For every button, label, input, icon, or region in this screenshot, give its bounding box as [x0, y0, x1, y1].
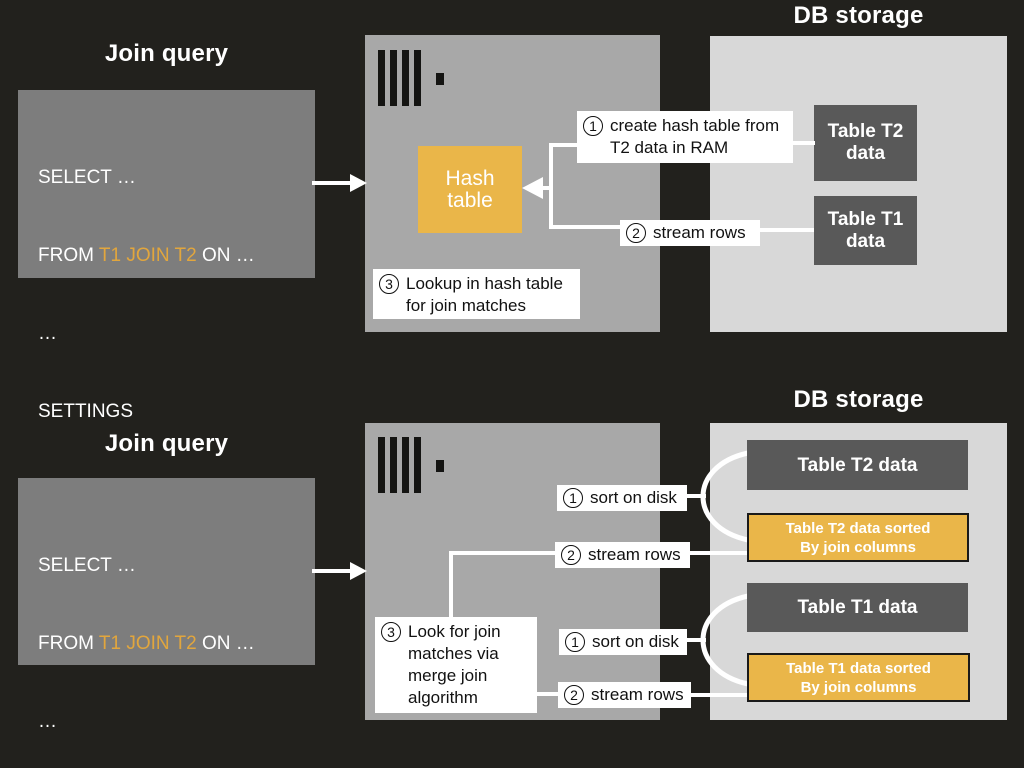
table-t1-label: Table T1 data: [797, 597, 918, 618]
table-t1-sorted-box: Table T1 data sorted By join columns: [747, 653, 970, 702]
sort-t2-stub-connector: [686, 494, 706, 498]
query-to-server-arrow-head: [350, 562, 367, 580]
logo-bar: [390, 50, 397, 106]
sort-t1-stub-connector: [686, 638, 706, 642]
sql-from-kw: FROM: [38, 633, 99, 654]
step-number-badge: 3: [379, 274, 399, 294]
step-text: stream rows: [591, 685, 684, 704]
stream-to-t1-sorted-connector: [688, 693, 747, 697]
lookup-to-stream-connector: [535, 692, 560, 696]
query-to-server-arrow-line: [312, 569, 352, 573]
step-stream-rows-t1: 2 stream rows: [558, 682, 691, 708]
sql-on-clause: ON …: [196, 245, 255, 266]
sql-settings-line: SETTINGS: [38, 401, 134, 422]
step-text-line1: Lookup in hash table: [406, 274, 563, 293]
logo-bar: [390, 437, 397, 493]
query-to-server-arrow-line: [312, 181, 352, 185]
hash-table-arrow-head: [522, 177, 543, 199]
step-stream-rows-t2: 2 stream rows: [555, 542, 690, 568]
step-text-line2: for join matches: [406, 296, 526, 315]
step-text: sort on disk: [590, 488, 677, 507]
step-text-line1: create hash table from: [610, 116, 780, 135]
step-text-line4: algorithm: [408, 688, 478, 707]
clickhouse-logo-icon: [378, 50, 448, 106]
table-t2-label-line1: Table T2: [827, 121, 904, 142]
table-t2-label: Table T2 data: [797, 454, 918, 476]
step-text-line1: Look for join: [408, 622, 501, 641]
query-to-server-arrow-head: [350, 174, 367, 192]
step1-to-t2-connector: [791, 141, 815, 145]
logo-bar: [402, 437, 409, 493]
logo-dot: [436, 73, 444, 85]
sql-from-line: FROM T1 JOIN T2 ON …: [38, 243, 315, 269]
step-look-for-join-matches: 3 Look for join matches via merge join a…: [375, 617, 537, 713]
t1-sorted-line1: Table T1 data sorted: [786, 659, 931, 677]
hash-join-db-storage-box: [710, 36, 1007, 332]
sql-on-clause: ON …: [196, 633, 255, 654]
step-text-line3: merge join: [408, 666, 488, 685]
sql-ellipsis-line: …: [38, 711, 57, 732]
step2-to-t1-connector: [758, 228, 814, 232]
logo-bar: [402, 50, 409, 106]
sql-select-line: SELECT …: [38, 167, 136, 188]
bracket-top-arm: [549, 143, 579, 147]
merge-join-db-storage-title: DB storage: [793, 386, 924, 413]
logo-bar: [414, 437, 421, 493]
stream-to-t2-sorted-connector: [688, 551, 747, 555]
bracket-bottom-arm: [549, 225, 622, 229]
step-create-hash-table: 1 create hash table from T2 data in RAM: [577, 111, 793, 163]
step-text-line2: T2 data in RAM: [610, 138, 729, 157]
step-text: stream rows: [653, 223, 746, 242]
stream-to-lookup-vertical: [449, 551, 453, 619]
sql-from-kw: FROM: [38, 245, 99, 266]
step-lookup-hash-table: 3 Lookup in hash table for join matches: [373, 269, 580, 319]
step-sort-on-disk-t1: 1 sort on disk: [559, 629, 687, 655]
sql-from-line: FROM T1 JOIN T2 ON …: [38, 631, 315, 657]
step-number-badge: 1: [563, 488, 583, 508]
hash-table-label-line1: Hash: [445, 166, 495, 190]
sql-ellipsis-line: …: [38, 323, 57, 344]
bracket-mid-arm: [540, 186, 552, 190]
sql-select-line: SELECT …: [38, 555, 136, 576]
step-text: sort on disk: [592, 632, 679, 651]
merge-join-sql: SELECT … FROM T1 JOIN T2 ON … … SETTINGS…: [18, 478, 315, 768]
hash-table-label-line2: table: [447, 188, 493, 212]
step-sort-on-disk-t2: 1 sort on disk: [557, 485, 687, 511]
sql-join-clause: T1 JOIN T2: [98, 245, 197, 266]
logo-bar: [378, 50, 385, 106]
step-number-badge: 1: [565, 632, 585, 652]
logo-dot: [436, 460, 444, 472]
table-t1-label-line1: Table T1: [827, 208, 904, 230]
step-text: stream rows: [588, 545, 681, 564]
table-t2-data-box: Table T2 data: [747, 440, 968, 490]
hash-join-db-storage-title: DB storage: [793, 2, 924, 29]
clickhouse-logo-icon: [378, 437, 448, 493]
table-t2-label-line2: data: [845, 143, 886, 164]
logo-bar: [414, 50, 421, 106]
stream-to-lookup-horizontal: [449, 551, 557, 555]
table-t1-label-line2: data: [845, 230, 886, 252]
step-number-badge: 2: [626, 223, 646, 243]
step-number-badge: 2: [561, 545, 581, 565]
t2-sorted-line2: By join columns: [800, 538, 916, 556]
merge-join-query-title: Join query: [104, 430, 229, 457]
step-text-line2: matches via: [408, 644, 499, 663]
step-number-badge: 2: [564, 685, 584, 705]
table-t1-data-box: Table T1 data: [747, 583, 968, 632]
t2-sorted-line1: Table T2 data sorted: [785, 519, 931, 537]
sql-join-clause: T1 JOIN T2: [98, 633, 197, 654]
logo-bar: [378, 437, 385, 493]
t1-sorted-line2: By join columns: [800, 678, 917, 696]
table-t2-sorted-box: Table T2 data sorted By join columns: [747, 513, 969, 562]
merge-join-query-box: SELECT … FROM T1 JOIN T2 ON … … SETTINGS…: [18, 478, 315, 732]
step-number-badge: 1: [583, 116, 603, 136]
step-number-badge: 3: [381, 622, 401, 642]
hash-join-query-box: SELECT … FROM T1 JOIN T2 ON … … SETTINGS…: [18, 90, 315, 500]
hash-join-query-title: Join query: [104, 40, 229, 67]
step-stream-rows: 2 stream rows: [620, 220, 760, 246]
